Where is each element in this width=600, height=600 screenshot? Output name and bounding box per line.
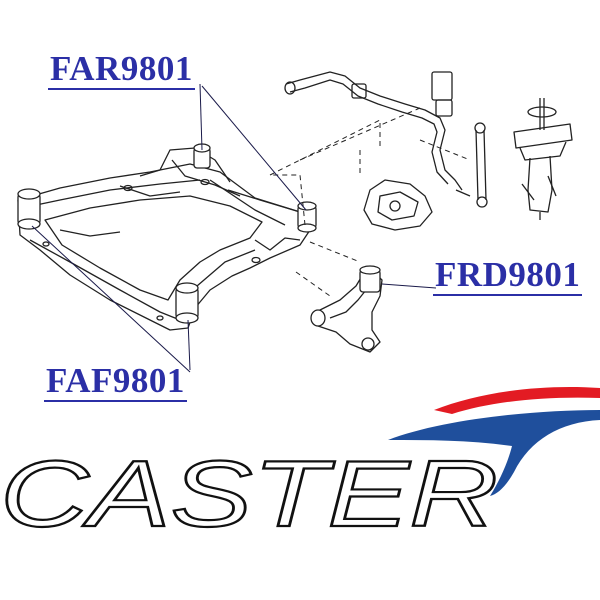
caster-brand-text: CASTER [0, 441, 498, 546]
leader-lines [31, 83, 437, 373]
front-subframe-drawing [17, 147, 311, 331]
red-swoosh [434, 386, 600, 414]
blue-swoosh [388, 410, 600, 496]
stabilizer-bar-drawing [284, 71, 488, 208]
caster-wordmark: CASTER [0, 440, 499, 547]
part-label-far: FAR9801 [48, 49, 195, 90]
part-label-frd: FRD9801 [433, 255, 583, 296]
caster-swoosh-logo [388, 386, 600, 496]
knuckle-drawing [363, 179, 433, 231]
assembly-dash-lines [269, 107, 471, 297]
part-label-faf: FAF9801 [44, 361, 187, 402]
subframe-bushings [17, 143, 317, 324]
strut-drawing [513, 98, 573, 220]
lower-control-arm-drawing [310, 265, 383, 353]
